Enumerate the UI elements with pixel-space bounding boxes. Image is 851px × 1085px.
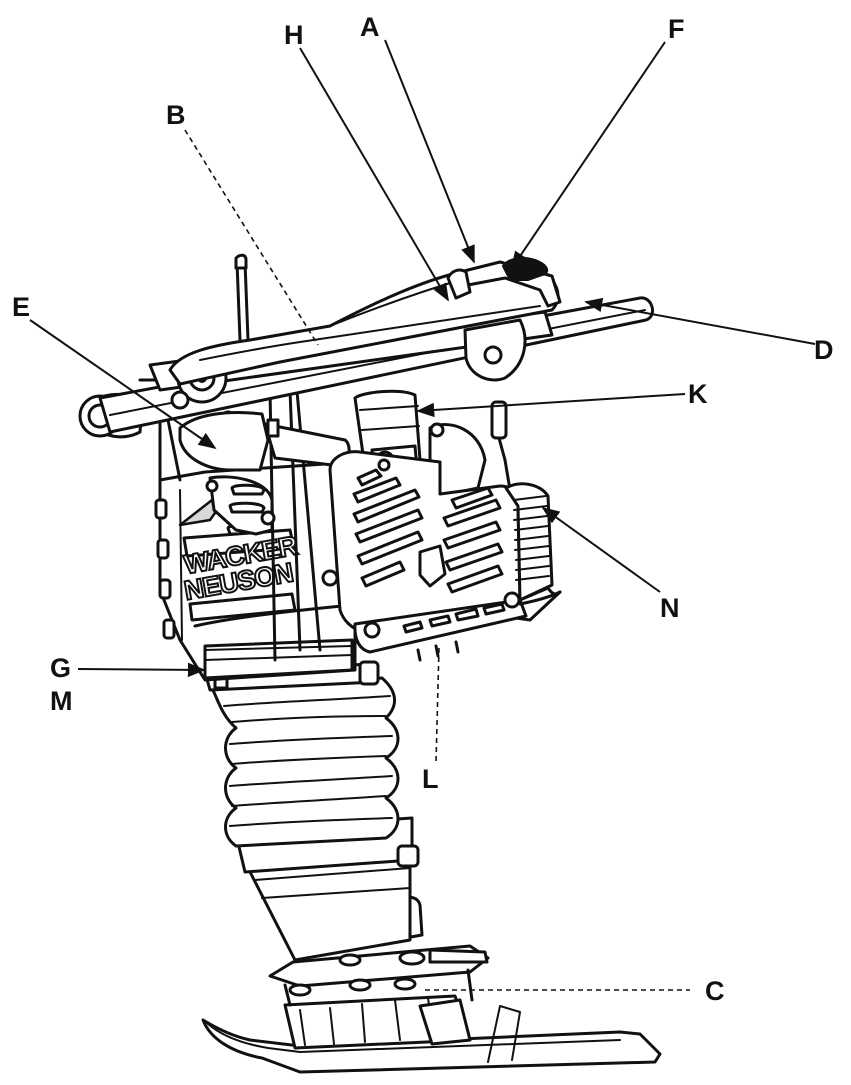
callout-e: E <box>12 292 30 322</box>
fuel-tank-cover <box>168 256 562 386</box>
bellows <box>210 676 400 848</box>
callout-b: B <box>166 100 186 130</box>
leader-h <box>299 47 449 302</box>
leader-n <box>541 506 661 593</box>
callout-k: K <box>688 379 708 409</box>
leader-a <box>384 39 475 264</box>
callout-n: N <box>660 593 680 623</box>
leader-e <box>29 319 217 450</box>
callout-m: M <box>50 686 73 716</box>
tamping-shoe <box>201 895 662 1074</box>
leader-d <box>584 297 816 345</box>
throttle-lever <box>178 411 351 536</box>
leader-g <box>77 662 206 678</box>
callout-leaders <box>29 39 816 991</box>
callout-c: C <box>705 976 725 1006</box>
leader-l <box>435 647 440 763</box>
leader-k <box>416 393 686 418</box>
leader-b <box>184 129 319 346</box>
shoe-bolts <box>288 950 426 997</box>
callout-h: H <box>284 20 304 50</box>
callout-a: A <box>360 12 380 42</box>
handle-frame <box>78 253 655 662</box>
callout-l: L <box>422 764 439 794</box>
callout-d: D <box>814 335 834 365</box>
engine-guard <box>321 450 562 662</box>
callout-labels: A B C D E F G H K L M N <box>12 12 834 1006</box>
callout-f: F <box>668 14 685 44</box>
leader-f <box>510 41 666 270</box>
callout-g: G <box>50 653 71 683</box>
